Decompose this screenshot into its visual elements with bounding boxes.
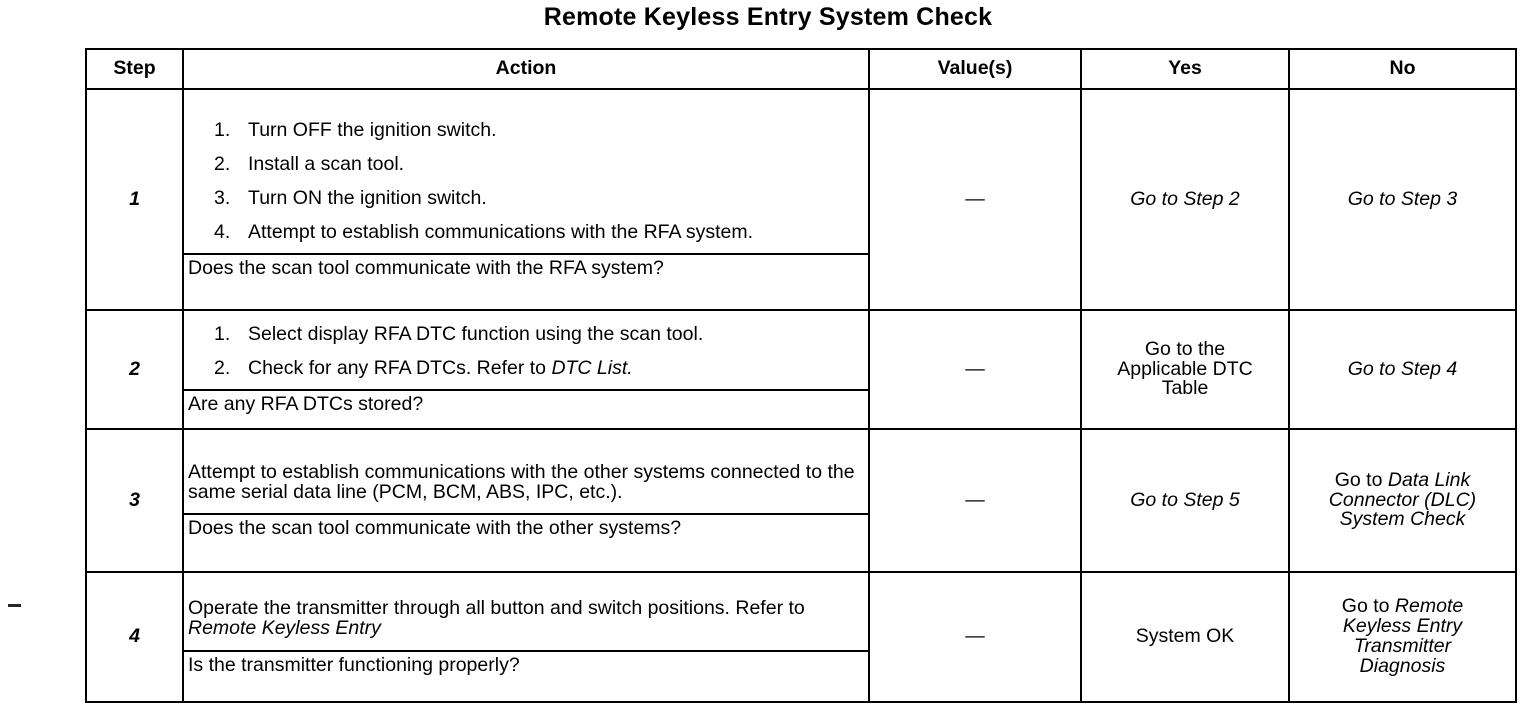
action-step-item: 2. Check for any RFA DTCs. Refer to DTC … <box>188 357 864 380</box>
value-cell: — <box>868 571 1082 703</box>
yes-branch-line: Applicable DTC <box>1117 357 1253 380</box>
page-title: Remote Keyless Entry System Check <box>543 3 993 31</box>
yes-branch-cell: Go to Step 5 <box>1080 428 1290 573</box>
no-branch-reference: Data Link <box>1387 468 1471 491</box>
action-question: Does the scan tool communicate with the … <box>184 252 868 284</box>
step-marker: 2. <box>214 153 231 176</box>
no-branch-line: Go to Remote <box>1290 595 1515 618</box>
rke-system-check-table: Step Action Value(s) Yes No 1 1. Turn OF… <box>85 48 1517 703</box>
column-header-yes: Yes <box>1080 48 1290 90</box>
step-text: Turn ON the ignition switch. <box>248 187 487 210</box>
yes-branch-text: Go to Step 2 <box>1130 187 1240 210</box>
column-header-action: Action <box>182 48 870 90</box>
table-row: 1 1. Turn OFF the ignition switch. 2. In… <box>85 88 1517 311</box>
action-steps-wrap: 1. Turn OFF the ignition switch. 2. Inst… <box>184 115 868 253</box>
table-row: 2 1. Select display RFA DTC function usi… <box>85 309 1517 430</box>
step-text: Install a scan tool. <box>248 153 405 176</box>
scan-artifact-mark <box>8 604 21 607</box>
action-step-item: 4. Attempt to establish communications w… <box>188 220 864 243</box>
action-cell: Operate the transmitter through all butt… <box>182 571 870 703</box>
no-branch-text: Go to Step 4 <box>1347 357 1458 380</box>
no-branch-text: Go to Step 3 <box>1347 187 1458 210</box>
action-paragraph-wrap: Attempt to establish communications with… <box>184 457 868 514</box>
no-branch-cell: Go to Remote Keyless Entry Transmitter D… <box>1288 571 1517 703</box>
value-cell: — <box>868 88 1082 311</box>
action-question: Is the transmitter functioning properly? <box>184 649 868 681</box>
step-text: Attempt to establish communications with… <box>248 220 754 243</box>
step-number: 4 <box>85 571 184 703</box>
action-question: Are any RFA DTCs stored? <box>184 388 868 420</box>
no-branch-reference: Remote <box>1394 595 1464 618</box>
yes-branch-cell: System OK <box>1080 571 1290 703</box>
step-marker: 4. <box>214 220 231 243</box>
action-step-item: 3. Turn ON the ignition switch. <box>188 187 864 210</box>
step-marker: 3. <box>214 187 231 210</box>
yes-branch-line: Go to the <box>1144 337 1226 360</box>
action-step-item: 1. Select display RFA DTC function using… <box>188 323 864 346</box>
action-paragraph-reference: Remote Keyless Entry <box>188 617 381 640</box>
no-branch-reference: System Check <box>1339 508 1466 531</box>
no-branch-prefix: Go to <box>1334 468 1388 491</box>
action-paragraph-plain: Operate the transmitter through all butt… <box>188 597 805 620</box>
column-header-step: Step <box>85 48 184 90</box>
yes-branch-cell: Go to Step 2 <box>1080 88 1290 311</box>
yes-branch-text: Go to Step 5 <box>1130 488 1240 511</box>
no-branch-cell: Go to Step 4 <box>1288 309 1517 430</box>
step-marker: 1. <box>214 119 231 142</box>
action-steps-wrap: 1. Select display RFA DTC function using… <box>184 319 868 389</box>
action-step-list: 1. Turn OFF the ignition switch. 2. Inst… <box>188 119 864 243</box>
action-question: Does the scan tool communicate with the … <box>184 513 868 544</box>
column-header-no: No <box>1288 48 1517 90</box>
no-branch-line: Go to Data Link <box>1290 468 1515 491</box>
no-branch-reference: Transmitter <box>1353 635 1452 657</box>
value-cell: — <box>868 309 1082 430</box>
no-branch-reference: Connector (DLC) <box>1328 488 1477 511</box>
action-cell: Attempt to establish communications with… <box>182 428 870 573</box>
no-branch-prefix: Go to <box>1341 595 1395 618</box>
no-branch-cell: Go to Data Link Connector (DLC) System C… <box>1288 428 1517 573</box>
action-cell: 1. Turn OFF the ignition switch. 2. Inst… <box>182 88 870 311</box>
table-header-row: Step Action Value(s) Yes No <box>85 48 1517 90</box>
step-text-reference: DTC List. <box>551 357 633 380</box>
action-cell: 1. Select display RFA DTC function using… <box>182 309 870 430</box>
step-marker: 2. <box>214 357 231 380</box>
value-cell: — <box>868 428 1082 573</box>
step-text: Turn OFF the ignition switch. <box>248 119 497 142</box>
action-step-item: 1. Turn OFF the ignition switch. <box>188 119 864 142</box>
action-paragraph: Operate the transmitter through all butt… <box>188 597 864 640</box>
yes-branch-cell: Go to the Applicable DTC Table <box>1080 309 1290 430</box>
step-text: Select display RFA DTC function using th… <box>248 323 704 346</box>
table-row: 3 Attempt to establish communications wi… <box>85 428 1517 573</box>
step-text: Check for any RFA DTCs. Refer to <box>248 357 552 380</box>
action-step-item: 2. Install a scan tool. <box>188 153 864 176</box>
column-header-values: Value(s) <box>868 48 1082 90</box>
no-branch-reference: Diagnosis <box>1359 654 1446 677</box>
step-marker: 1. <box>214 323 231 346</box>
table-row: 4 Operate the transmitter through all bu… <box>85 571 1517 703</box>
yes-branch-line: Table <box>1161 377 1209 400</box>
step-number: 2 <box>85 309 184 430</box>
action-paragraph-wrap: Operate the transmitter through all butt… <box>184 593 868 650</box>
step-number: 3 <box>85 428 184 573</box>
yes-branch-text: System OK <box>1135 625 1235 648</box>
action-step-list: 1. Select display RFA DTC function using… <box>188 323 864 380</box>
action-paragraph: Attempt to establish communications with… <box>188 460 855 503</box>
step-number: 1 <box>85 88 184 311</box>
no-branch-cell: Go to Step 3 <box>1288 88 1517 311</box>
no-branch-reference: Keyless Entry <box>1342 615 1463 638</box>
